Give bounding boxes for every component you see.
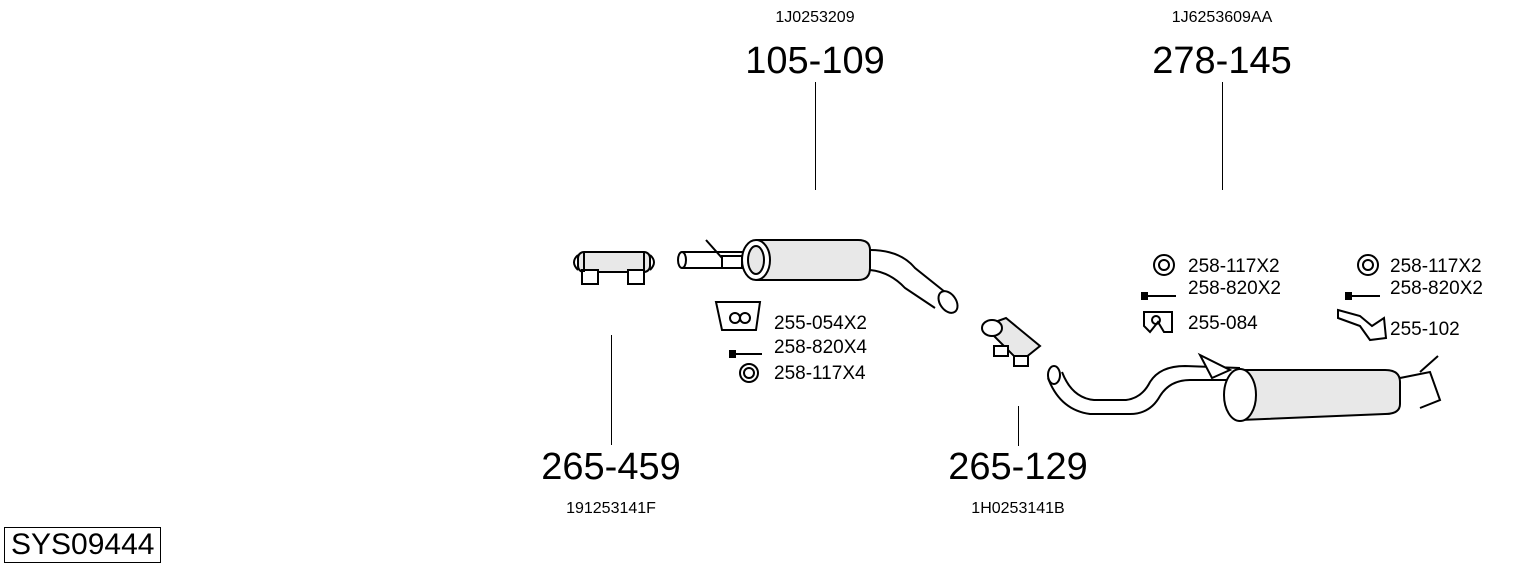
leader-278-145 [1222, 82, 1223, 190]
fitting-label-middle-hanger: 255-054X2 [774, 313, 867, 334]
oem-number-105-109: 1J0253209 [775, 9, 855, 26]
leader-265-129 [1018, 406, 1019, 446]
washer-258-117-rear-left [1153, 254, 1175, 276]
fitting-label-rear-left-hanger: 255-084 [1188, 313, 1258, 334]
hanger-255-084 [1143, 311, 1173, 334]
fitting-label-rear-left-bolt: 258-820X2 [1188, 278, 1281, 299]
fitting-label-rear-left-washer: 258-117X2 [1188, 256, 1280, 277]
leader-265-459 [611, 335, 612, 445]
rear-silencer-278-145 [1047, 352, 1442, 422]
hanger-255-054 [714, 301, 762, 331]
part-number-265-459: 265-459 [541, 446, 681, 488]
washer-258-117-middle [739, 363, 759, 383]
connector-265-129 [981, 316, 1042, 367]
bolt-258-820-rear-right [1345, 292, 1380, 300]
washer-258-117-rear-right [1357, 254, 1379, 276]
fitting-label-rear-right-bolt: 258-820X2 [1390, 278, 1483, 299]
fitting-label-rear-right-hanger: 255-102 [1390, 319, 1460, 340]
system-code-label: SYS09444 [4, 527, 162, 563]
part-number-105-109: 105-109 [745, 40, 885, 82]
hanger-255-102 [1337, 308, 1388, 342]
fitting-label-rear-right-washer: 258-117X2 [1390, 256, 1482, 277]
part-number-265-129: 265-129 [948, 446, 1088, 488]
bolt-258-820-middle [729, 350, 762, 358]
connector-clamp-265-459 [573, 251, 655, 285]
leader-105-109 [815, 82, 816, 190]
part-number-278-145: 278-145 [1152, 40, 1292, 82]
oem-number-265-459: 191253141F [566, 500, 656, 517]
fitting-label-middle-bolt: 258-820X4 [774, 337, 867, 358]
middle-silencer-105-109 [677, 239, 959, 314]
oem-number-278-145: 1J6253609AA [1171, 9, 1273, 26]
oem-number-265-129: 1H0253141B [971, 500, 1065, 517]
bolt-258-820-rear-left [1141, 292, 1176, 300]
fitting-label-middle-washer: 258-117X4 [774, 363, 866, 384]
